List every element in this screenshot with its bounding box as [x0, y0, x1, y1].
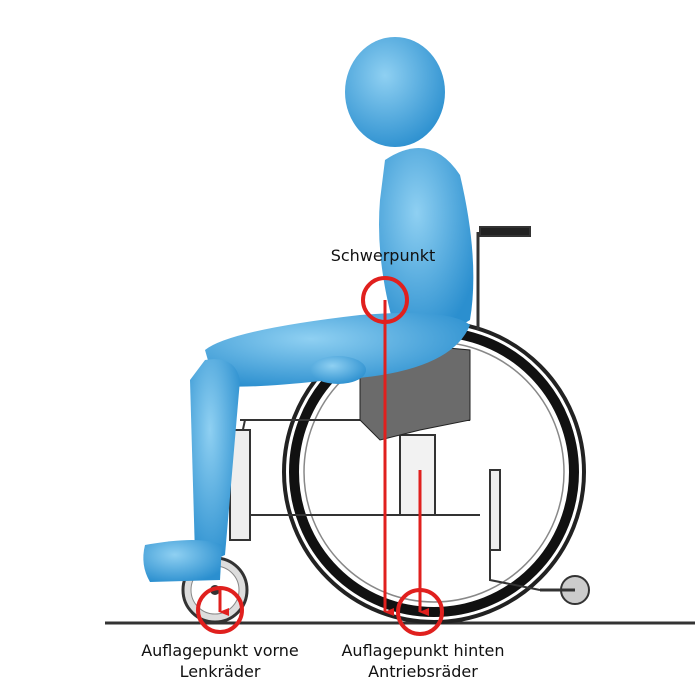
- center-of-gravity-label: Schwerpunkt: [330, 246, 436, 265]
- markers: [196, 276, 444, 636]
- front-contact-label: Auflagepunkt vorne Lenkräder: [120, 640, 320, 682]
- front-contact-line1: Auflagepunkt vorne: [141, 641, 299, 660]
- foot: [143, 540, 222, 582]
- rear-contact-line1: Auflagepunkt hinten: [341, 641, 505, 660]
- thigh: [205, 312, 470, 387]
- anti-tipper-wheel: [540, 575, 590, 605]
- head: [345, 37, 445, 147]
- hand: [310, 356, 366, 384]
- lower-leg: [190, 359, 240, 560]
- rear-contact-line2: Antriebsräder: [368, 662, 478, 681]
- front-contact-line2: Lenkräder: [179, 662, 261, 681]
- rear-contact-label: Auflagepunkt hinten Antriebsräder: [318, 640, 528, 682]
- torso: [379, 148, 474, 334]
